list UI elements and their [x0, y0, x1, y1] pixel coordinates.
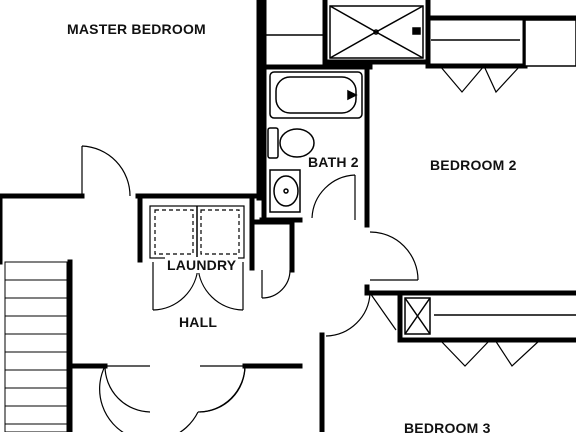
- wall-bed3-top: [397, 293, 576, 343]
- label-laundry: LAUNDRY: [165, 257, 239, 273]
- door-master: [81, 145, 131, 197]
- door-bed2-closet: [439, 65, 521, 94]
- label-hall: HALL: [179, 314, 218, 330]
- door-bed3: [325, 292, 397, 337]
- shower: [329, 5, 424, 59]
- label-bedroom-3: BEDROOM 3: [404, 420, 491, 436]
- label-bedroom-2: BEDROOM 2: [430, 157, 517, 173]
- sink: [269, 169, 301, 213]
- label-bath-2: BATH 2: [308, 154, 359, 170]
- door-closet-small: [261, 269, 291, 299]
- toilet: [267, 127, 315, 159]
- stairs: [4, 261, 68, 432]
- door-hall-double: [99, 365, 246, 432]
- bathtub: [269, 71, 363, 119]
- door-bed2: [369, 231, 419, 281]
- door-laundry-left: [152, 262, 199, 311]
- wall-closet-small: [249, 219, 295, 273]
- door-laundry-right: [197, 262, 244, 311]
- wall-shower-box: [322, 0, 431, 65]
- doors: [81, 65, 541, 432]
- label-master-bedroom: MASTER BEDROOM: [67, 21, 206, 37]
- door-bed3-closet: [439, 339, 541, 367]
- bed3-linen: [404, 297, 431, 335]
- door-bath: [311, 174, 356, 220]
- laundry-appliances: [149, 205, 245, 259]
- wall-bed2-south: [364, 284, 576, 296]
